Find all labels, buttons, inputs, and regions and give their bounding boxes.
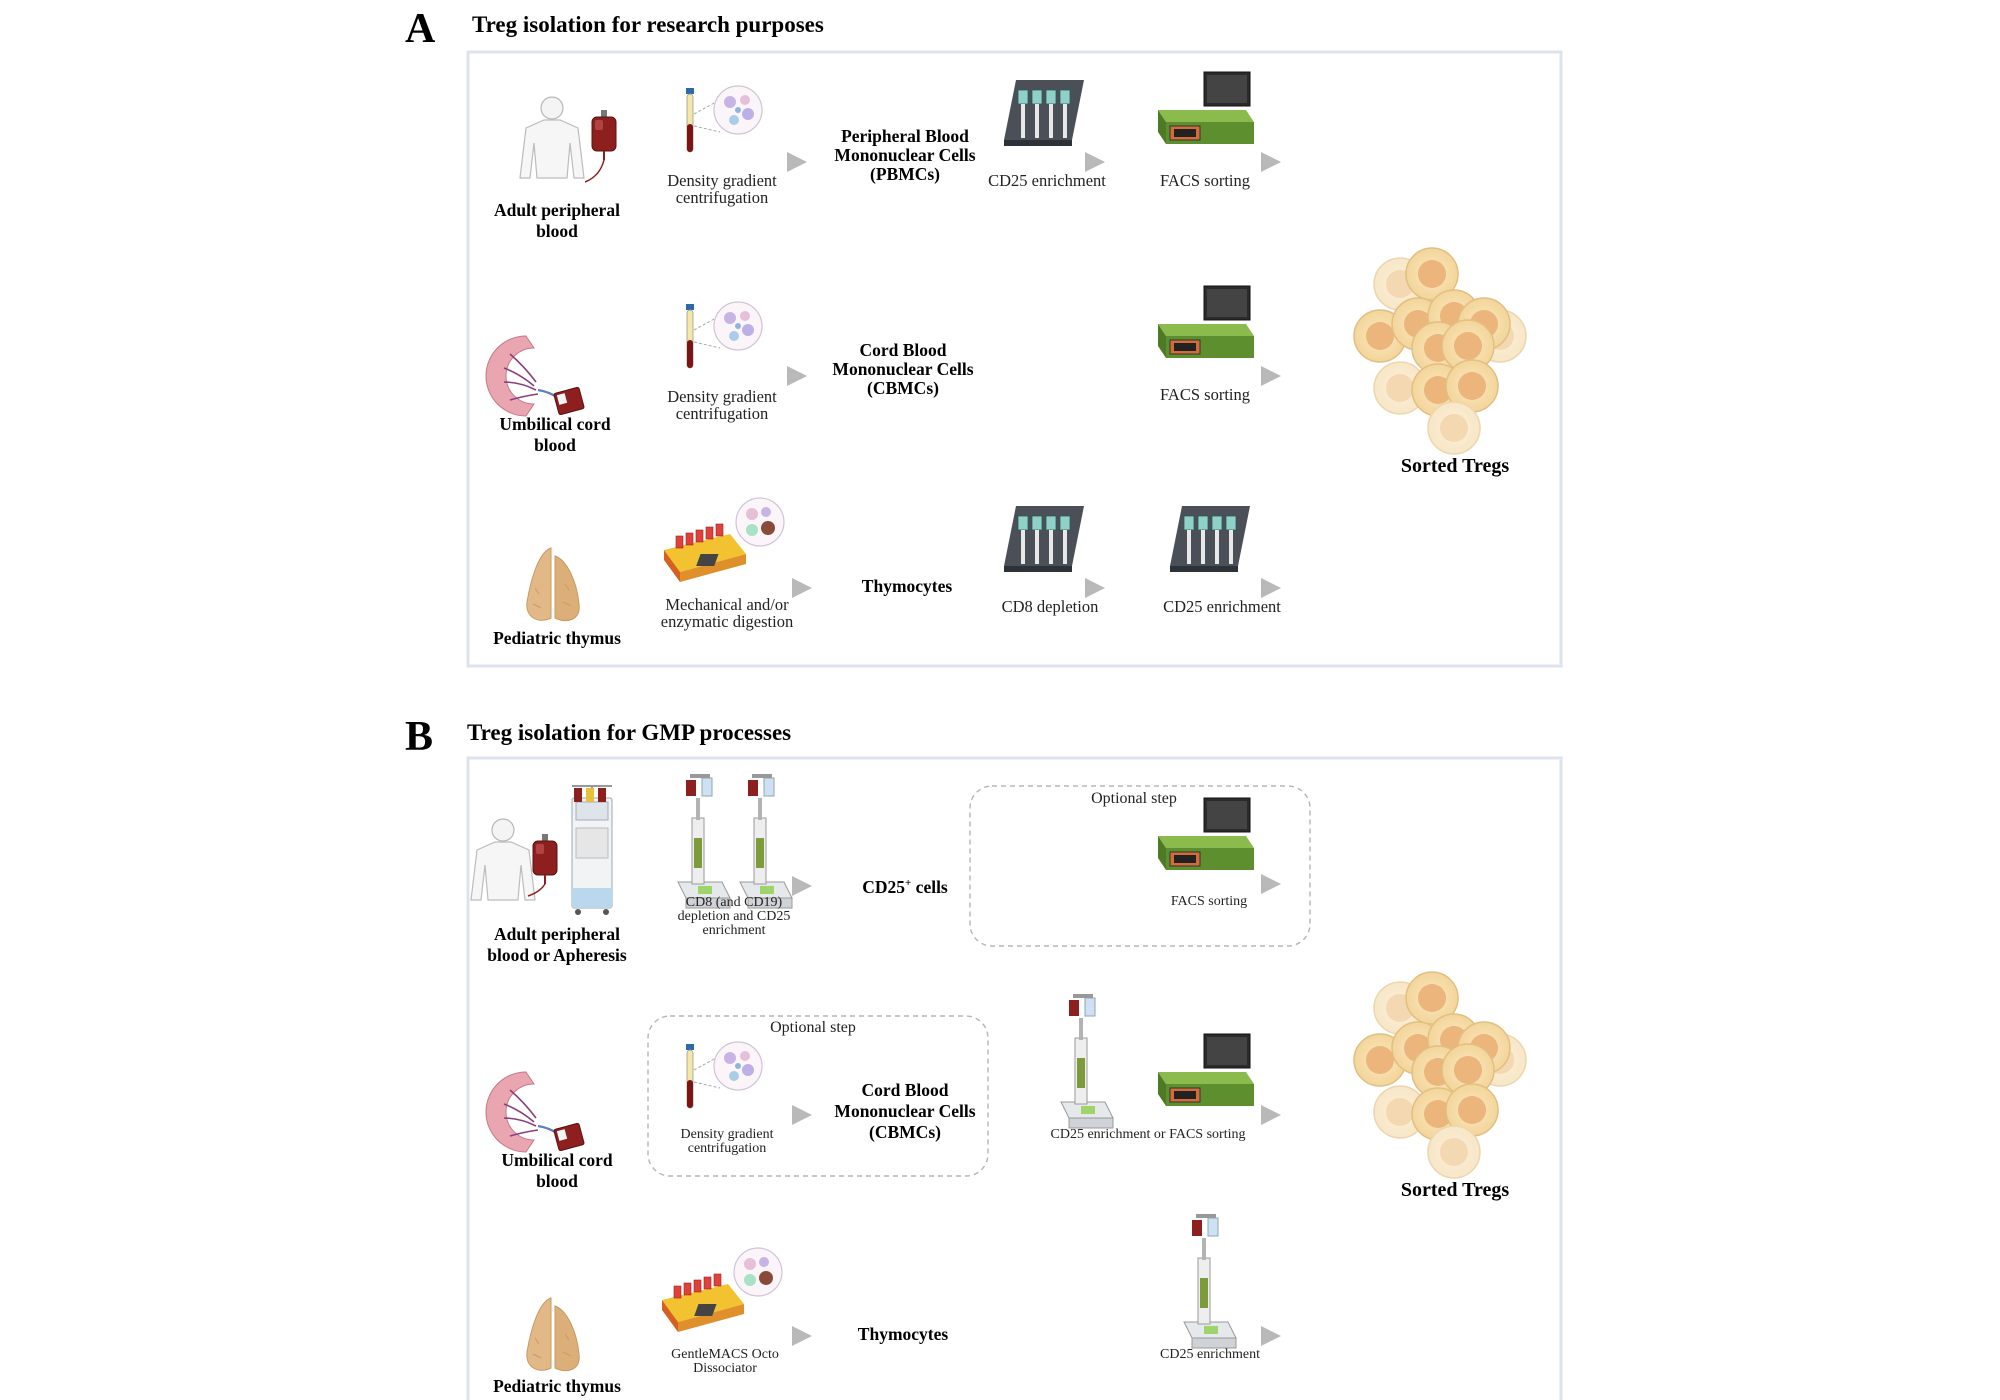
panel-a-title: Treg isolation for research purposes bbox=[472, 12, 824, 37]
step-facs-sorting: FACS sorting bbox=[1171, 894, 1247, 909]
panel-b-title: Treg isolation for GMP processes bbox=[467, 720, 791, 745]
output-sorted-tregs: Sorted Tregs bbox=[1401, 1179, 1510, 1201]
intermediate-thymocytes: Thymocytes bbox=[858, 1324, 949, 1344]
optional-step-box bbox=[969, 785, 1311, 947]
optional-step-box bbox=[647, 1015, 989, 1177]
source-pediatric-thymus: Pediatric thymus bbox=[493, 628, 621, 648]
optional-step-label: Optional step bbox=[1091, 790, 1177, 807]
intermediate-cd25-cells: CD25+ cells bbox=[862, 877, 948, 897]
step-facs-sorting: FACS sorting bbox=[1160, 385, 1250, 404]
panel-letter-b: B bbox=[405, 714, 433, 760]
source-pediatric-thymus: Pediatric thymus bbox=[493, 1376, 621, 1396]
step-cd8-depletion: CD8 depletion bbox=[1002, 597, 1099, 616]
intermediate-thymocytes: Thymocytes bbox=[862, 576, 953, 596]
step-cd25-enrichment: CD25 enrichment bbox=[1160, 1347, 1260, 1362]
magnetic-rack-icon bbox=[1003, 505, 1085, 573]
step-cd25-enrichment: CD25 enrichment bbox=[1163, 597, 1281, 616]
apheresis-machine-icon bbox=[571, 785, 613, 916]
panel-letter-a: A bbox=[405, 6, 436, 52]
output-sorted-tregs: Sorted Tregs bbox=[1401, 455, 1510, 477]
step-cd25-enrichment-or-facs: CD25 enrichment or FACS sorting bbox=[1051, 1127, 1246, 1142]
step-cd25-enrichment: CD25 enrichment bbox=[988, 171, 1106, 190]
magnetic-rack-icon bbox=[1003, 79, 1085, 147]
step-facs-sorting: FACS sorting bbox=[1160, 171, 1250, 190]
magnetic-rack-icon bbox=[1169, 505, 1251, 573]
optional-step-label: Optional step bbox=[770, 1019, 856, 1036]
